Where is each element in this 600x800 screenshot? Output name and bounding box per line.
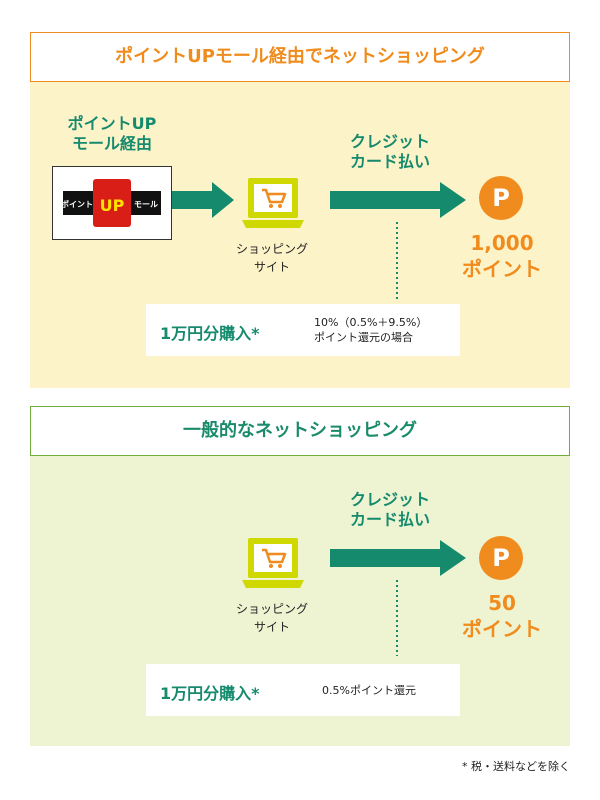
logo-text-center: UP <box>100 196 125 215</box>
credit-card-payment-label-2: クレジット カード払い <box>349 490 430 529</box>
shopping-site-label-2: ショッピング サイト <box>235 602 308 634</box>
pointup-logo-icon: ポイント UP モール <box>61 179 161 227</box>
purchase-box-pointup: 1万円分購入* 10%（0.5%＋9.5%） ポイント還元の場合 <box>146 304 460 356</box>
arrow-to-points-icon-2 <box>330 540 466 576</box>
shopping-site-label: ショッピング サイト <box>235 242 308 274</box>
points-value-2: 50 <box>488 591 516 615</box>
credit-card-payment-label: クレジット カード払い <box>349 132 430 171</box>
dotted-connector-2 <box>396 580 398 656</box>
logo-text-left: ポイント <box>61 199 93 209</box>
points-badge-icon-2: P <box>479 536 523 580</box>
purchase-box-general: 1万円分購入* 0.5%ポイント還元 <box>146 664 460 716</box>
via-mall-label: ポイントUP モール経由 <box>67 114 157 153</box>
return-detail-2: 0.5%ポイント還元 <box>322 684 416 697</box>
section-general-header: 一般的なネットショッピング <box>30 406 570 456</box>
points-unit-2: ポイント <box>462 617 542 641</box>
shopping-computer-icon-2 <box>242 538 304 588</box>
purchase-label: 1万円分購入* <box>160 324 260 343</box>
points-unit: ポイント <box>462 257 542 281</box>
points-earned-general: 50 ポイント <box>452 590 552 642</box>
arrow-to-shop-icon <box>172 182 234 218</box>
footnote: * 税・送料などを除く <box>462 760 570 773</box>
return-detail: 10%（0.5%＋9.5%） ポイント還元の場合 <box>314 316 428 344</box>
points-earned-pointup: 1,000 ポイント <box>452 230 552 282</box>
points-badge-icon: P <box>479 176 523 220</box>
section-pointup-header: ポイントUPモール経由でネットショッピング <box>30 32 570 82</box>
arrow-to-points-icon <box>330 182 466 218</box>
pointup-mall-logo: ポイント UP モール <box>52 166 172 240</box>
dotted-connector <box>396 222 398 300</box>
section-pointup-title: ポイントUPモール経由でネットショッピング <box>115 46 485 67</box>
section-general-title: 一般的なネットショッピング <box>183 420 417 441</box>
points-value: 1,000 <box>470 231 534 255</box>
purchase-label-2: 1万円分購入* <box>160 684 260 703</box>
logo-text-right: モール <box>134 200 158 209</box>
shopping-computer-icon <box>242 178 304 228</box>
